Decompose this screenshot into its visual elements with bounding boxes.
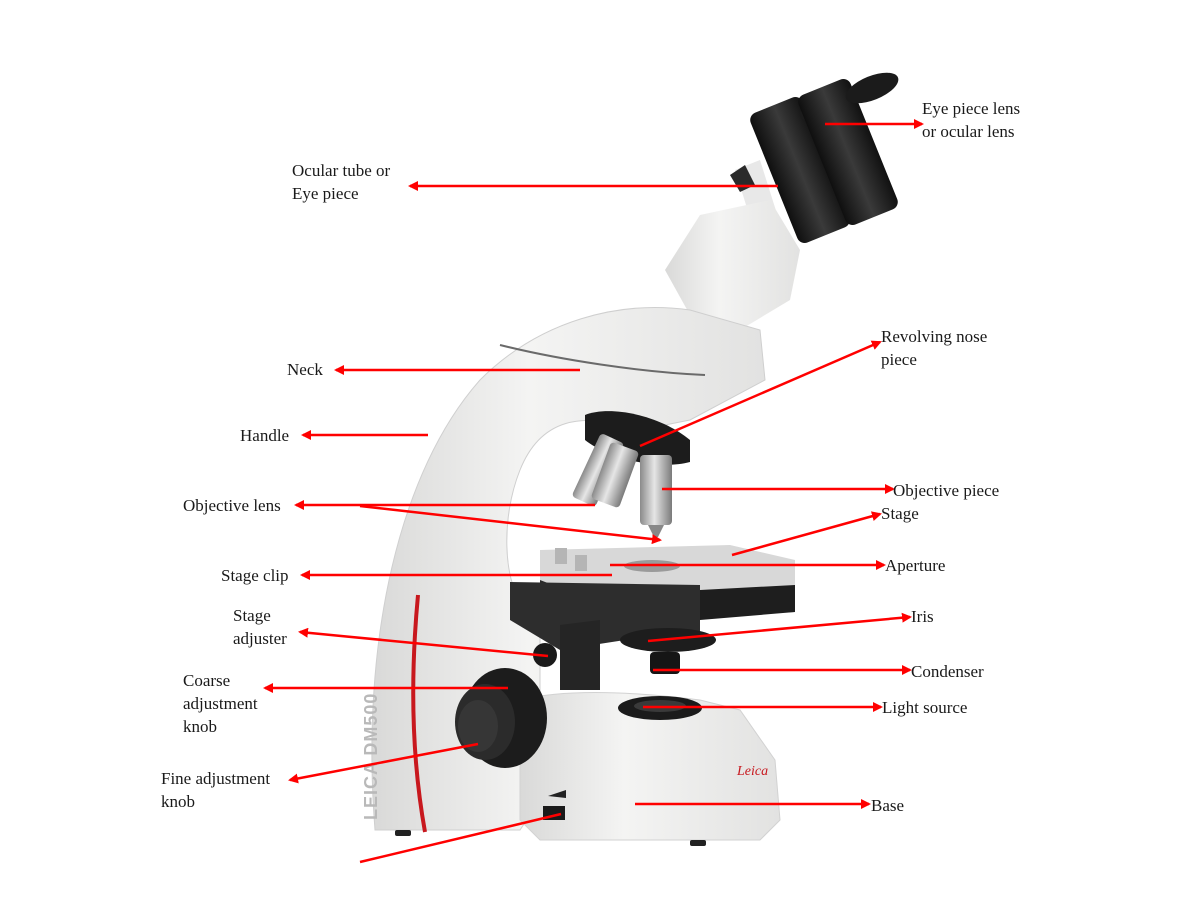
svg-text:Leica: Leica bbox=[736, 764, 768, 779]
label-objective-lens: Objective lens bbox=[183, 496, 281, 515]
label-handle: Handle bbox=[240, 426, 290, 445]
eyepiece-tubes bbox=[665, 72, 899, 330]
label-ocular-tube: Ocular tube or Eye piece bbox=[292, 161, 391, 203]
arrow-revolving-nosepiece bbox=[639, 340, 882, 448]
label-coarse-adjustment-knob: Coarse adjustment knob bbox=[183, 671, 258, 736]
label-stage: Stage bbox=[881, 504, 919, 523]
focus-knobs bbox=[455, 668, 547, 768]
annotation-arrows bbox=[263, 119, 924, 864]
arrow-stage bbox=[731, 511, 882, 557]
arrow-objective-lens-2 bbox=[359, 504, 662, 545]
label-stage-adjuster: Stage adjuster bbox=[233, 606, 287, 648]
label-neck: Neck bbox=[287, 360, 323, 379]
label-base: Base bbox=[871, 796, 905, 815]
arrow-fine-adjustment bbox=[288, 742, 479, 784]
leader-line-unlabeled bbox=[359, 812, 562, 864]
label-light-source: Light source bbox=[882, 698, 968, 717]
label-eyepiece-lens: Eye piece lens or ocular lens bbox=[922, 99, 1021, 141]
label-revolving-nosepiece: Revolving nose piece bbox=[881, 327, 988, 369]
stage-assembly bbox=[510, 545, 795, 690]
label-iris: Iris bbox=[911, 607, 934, 626]
nosepiece-assembly bbox=[572, 411, 690, 537]
label-aperture: Aperture bbox=[885, 556, 946, 575]
label-stage-clip: Stage clip bbox=[221, 566, 289, 585]
label-objective-piece: Objective piece bbox=[893, 481, 1000, 500]
label-fine-adjustment-knob: Fine adjustment knob bbox=[161, 769, 271, 811]
arrow-stage-adjuster bbox=[298, 627, 549, 658]
brand-text: LEICA DM500 bbox=[361, 693, 381, 820]
label-condenser: Condenser bbox=[911, 662, 984, 681]
arrow-iris bbox=[647, 612, 912, 643]
